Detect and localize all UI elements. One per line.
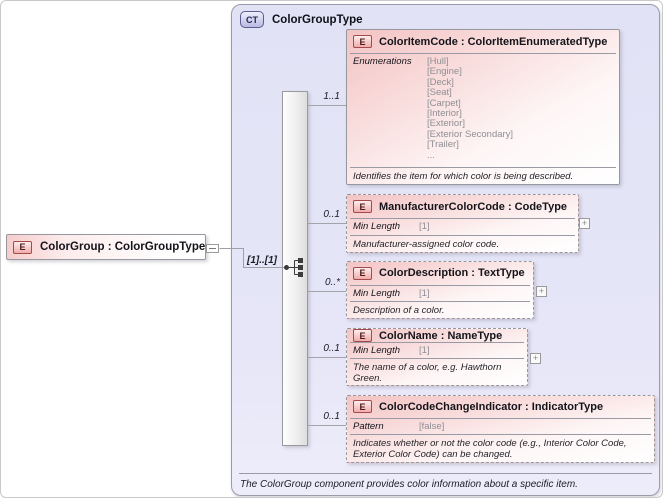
- element-annotation: Indicates whether or not the color code …: [350, 434, 651, 462]
- element-annotation: Identifies the item for which color is b…: [350, 167, 616, 184]
- facet-values: [Hull][Engine][Deck][Seat][Carpet][Inter…: [427, 56, 514, 161]
- complex-type-title: ColorGroupType: [272, 13, 363, 26]
- facet-section: Min Length [1]: [350, 343, 524, 358]
- expand-icon[interactable]: +: [579, 218, 590, 229]
- root-element-label: ColorGroup : ColorGroupType: [40, 241, 206, 253]
- facet-values: [1]: [419, 345, 430, 356]
- child-connector-lines: [308, 105, 346, 426]
- element-annotation: The name of a color, e.g. Hawthorn Green…: [350, 358, 524, 386]
- element-annotation: Manufacturer-assigned color code.: [350, 235, 575, 252]
- facet-section: Enumerations [Hull][Engine][Deck][Seat][…: [350, 54, 616, 167]
- element-box-colorcodechangeindicator[interactable]: E ColorCodeChangeIndicator : IndicatorTy…: [346, 395, 655, 463]
- cardinality-label: 0..1: [323, 411, 340, 422]
- facet-section: Pattern [false]: [350, 419, 651, 434]
- cardinality-label: 0..1: [323, 343, 340, 354]
- facet-section: Min Length [1]: [350, 286, 530, 301]
- element-badge-icon: E: [353, 266, 372, 280]
- sequence-compositor-icon[interactable]: [284, 258, 303, 277]
- facet-label: Min Length: [353, 221, 401, 232]
- root-element-box[interactable]: E ColorGroup : ColorGroupType: [6, 234, 206, 260]
- expand-icon[interactable]: +: [530, 353, 541, 364]
- complex-type-annotation: The ColorGroup component provides color …: [240, 479, 578, 490]
- element-box-manufacturercolorcode[interactable]: E ManufacturerColorCode : CodeType Min L…: [346, 194, 579, 253]
- element-badge-icon: E: [353, 400, 372, 414]
- facet-label: Min Length: [353, 287, 401, 299]
- element-box-colorname[interactable]: E ColorName : NameType Min Length [1] Th…: [346, 328, 528, 386]
- facet-values: [false]: [419, 420, 445, 432]
- facet-label: Pattern: [353, 420, 384, 432]
- facet-label: Min Length: [353, 345, 401, 356]
- collapse-icon[interactable]: [206, 244, 219, 253]
- facet-values: [1]: [419, 221, 430, 232]
- parent-connector-line: [219, 248, 284, 268]
- root-cardinality-label: [1]..[1]: [247, 255, 277, 266]
- element-title-row: E ColorItemCode : ColorItemEnumeratedTyp…: [350, 30, 616, 54]
- element-title: ColorName : NameType: [379, 329, 503, 342]
- element-badge-icon: E: [353, 35, 372, 48]
- expand-icon[interactable]: +: [536, 286, 547, 297]
- facet-label: Enumerations: [353, 56, 412, 67]
- element-title: ColorItemCode : ColorItemEnumeratedType: [379, 35, 608, 48]
- complex-type-header: CT ColorGroupType: [240, 11, 363, 28]
- element-badge-icon: E: [353, 200, 372, 213]
- element-box-coloritemcode[interactable]: E ColorItemCode : ColorItemEnumeratedTyp…: [346, 29, 620, 185]
- element-title-row: E ColorDescription : TextType: [350, 262, 530, 286]
- facet-values: [1]: [419, 287, 430, 299]
- element-title: ColorDescription : TextType: [379, 267, 525, 280]
- cardinality-label: 0..*: [324, 277, 340, 288]
- element-annotation: Description of a color.: [350, 301, 530, 318]
- cardinality-label: 1..1: [323, 91, 340, 102]
- element-badge-icon: E: [13, 240, 32, 254]
- complex-type-badge-icon: CT: [240, 11, 264, 28]
- footer-divider: [239, 473, 652, 474]
- minus-glyph: [209, 248, 216, 249]
- element-title: ManufacturerColorCode : CodeType: [379, 200, 568, 213]
- element-title-row: E ManufacturerColorCode : CodeType: [350, 195, 575, 219]
- cardinality-label: 0..1: [323, 209, 340, 220]
- facet-section: Min Length [1]: [350, 219, 575, 235]
- element-title: ColorCodeChangeIndicator : IndicatorType: [379, 400, 604, 413]
- element-badge-icon: E: [353, 329, 372, 342]
- element-box-colordescription[interactable]: E ColorDescription : TextType Min Length…: [346, 261, 534, 319]
- element-title-row: E ColorName : NameType: [350, 329, 524, 343]
- element-title-row: E ColorCodeChangeIndicator : IndicatorTy…: [350, 396, 651, 419]
